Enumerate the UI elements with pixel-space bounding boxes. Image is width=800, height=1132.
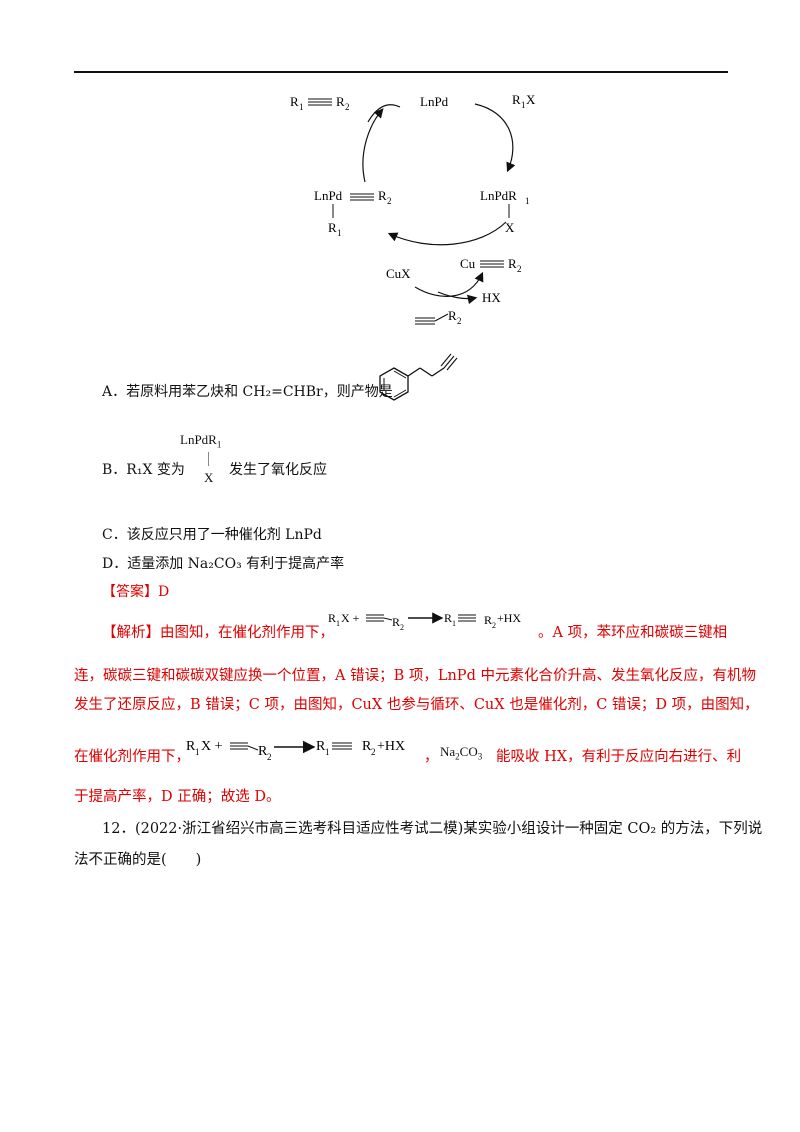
na2co3-formula: Na2CO3 (440, 744, 483, 762)
svg-text:2: 2 (492, 621, 496, 630)
option-b-structure-bottom: X (204, 470, 214, 485)
catalytic-cycle-diagram: R 1 R 2 LnPd R 1 X LnPd R 2 R 1 LnPdR 1 … (290, 92, 536, 326)
svg-text:2: 2 (371, 747, 376, 757)
left-complex: LnPd R 2 R 1 (314, 188, 392, 238)
option-b-suffix: 发生了氧化反应 (229, 462, 327, 478)
analysis-label: 【解析】 (102, 625, 160, 641)
analysis-line-2: 连，碳碳三键和碳碳双键应换一个位置，A 错误；B 项，LnPd 中元素化合价升高… (74, 668, 756, 684)
svg-text:2: 2 (517, 264, 522, 274)
cu-acetylide: Cu R 2 (460, 256, 522, 274)
option-b-structure-top: LnPdR1 (180, 432, 222, 450)
answer-line: 【答案】D (102, 583, 169, 601)
svg-text:R: R (290, 94, 299, 109)
analysis-line-4-pre: 在催化剂作用下， (74, 749, 190, 765)
option-a-structure (379, 353, 458, 401)
analysis-equation-2: R 1 X + R 2 R 1 R 2 +HX (186, 739, 405, 762)
analysis-line-1-post: 。A 项，苯环应和碳碳三键相 (538, 625, 728, 641)
svg-text:R: R (378, 188, 387, 203)
svg-text:LnPd: LnPd (314, 188, 343, 203)
hx-label: HX (482, 290, 501, 305)
r1x-reagent: R 1 X (512, 92, 536, 110)
svg-text:R: R (512, 92, 521, 107)
svg-text:R: R (258, 744, 268, 759)
svg-text:R: R (508, 256, 517, 271)
svg-text:R: R (444, 611, 452, 625)
svg-text:X: X (505, 220, 515, 235)
analysis-line-1-pre: 【解析】由图知，在催化剂作用下， (102, 624, 334, 642)
svg-text:R: R (392, 615, 400, 629)
answer-label: 【答案】 (102, 584, 158, 600)
svg-text:1: 1 (452, 619, 456, 628)
option-c: C．该反应只用了一种催化剂 LnPd (102, 527, 322, 543)
terminal-alkyne: R 2 (415, 308, 462, 326)
cux-label: CuX (386, 266, 411, 281)
svg-text:2: 2 (457, 316, 462, 326)
top-product: R 1 R 2 (290, 94, 350, 112)
svg-text:2: 2 (400, 623, 404, 632)
svg-text:1: 1 (337, 228, 342, 238)
svg-text:R: R (328, 611, 336, 625)
analysis-line-4-comma: ， (424, 749, 439, 765)
svg-text:R: R (336, 94, 345, 109)
answer-value: D (158, 584, 170, 600)
svg-text:X: X (526, 92, 536, 107)
svg-text:1: 1 (525, 196, 530, 206)
option-a: A．若原料用苯乙炔和 CH₂=CHBr，则产物是 (102, 384, 393, 400)
right-complex: LnPdR 1 X (480, 188, 530, 235)
svg-text:X +: X + (341, 611, 360, 625)
option-b-prefix: B．R₁X 变为 (102, 462, 185, 478)
question-12-line-1: 12．(2022·浙江省绍兴市高三选考科目适应性考试二模)某实验小组设计一种固定… (102, 821, 763, 837)
svg-text:2: 2 (267, 752, 272, 762)
option-b-structure-bond (208, 452, 209, 466)
analysis-text-1: 由图知，在催化剂作用下， (160, 625, 334, 641)
svg-text:2: 2 (345, 102, 350, 112)
svg-text:2: 2 (387, 196, 392, 206)
svg-text:1: 1 (336, 619, 340, 628)
svg-text:R: R (448, 308, 457, 323)
svg-text:R: R (484, 613, 492, 627)
svg-text:1: 1 (325, 747, 330, 757)
option-d: D．适量添加 Na₂CO₃ 有利于提高产率 (102, 556, 345, 572)
svg-text:1: 1 (299, 102, 304, 112)
svg-text:R: R (186, 739, 196, 754)
svg-text:LnPdR: LnPdR (480, 188, 517, 203)
svg-text:Cu: Cu (460, 256, 476, 271)
svg-text:+HX: +HX (497, 611, 521, 625)
analysis-line-4-post: 能吸收 HX，有利于反应向右进行、利 (496, 749, 742, 765)
svg-text:R: R (316, 739, 326, 754)
svg-text:1: 1 (195, 747, 200, 757)
svg-text:1: 1 (521, 100, 526, 110)
analysis-line-3: 发生了还原反应，B 错误；C 项，由图知，CuX 也参与循环、CuX 也是催化剂… (74, 697, 759, 713)
analysis-line-5: 于提高产率，D 正确；故选 D。 (74, 789, 281, 805)
lnpd-label: LnPd (420, 94, 449, 109)
svg-text:+HX: +HX (377, 739, 405, 754)
header-rule (74, 71, 728, 73)
svg-text:R: R (328, 220, 337, 235)
analysis-equation-1: R 1 X + R 2 R 1 R 2 +HX (328, 611, 521, 632)
svg-text:X +: X + (201, 739, 223, 754)
question-12-line-2: 法不正确的是( ) (74, 852, 202, 868)
svg-text:R: R (362, 739, 372, 754)
